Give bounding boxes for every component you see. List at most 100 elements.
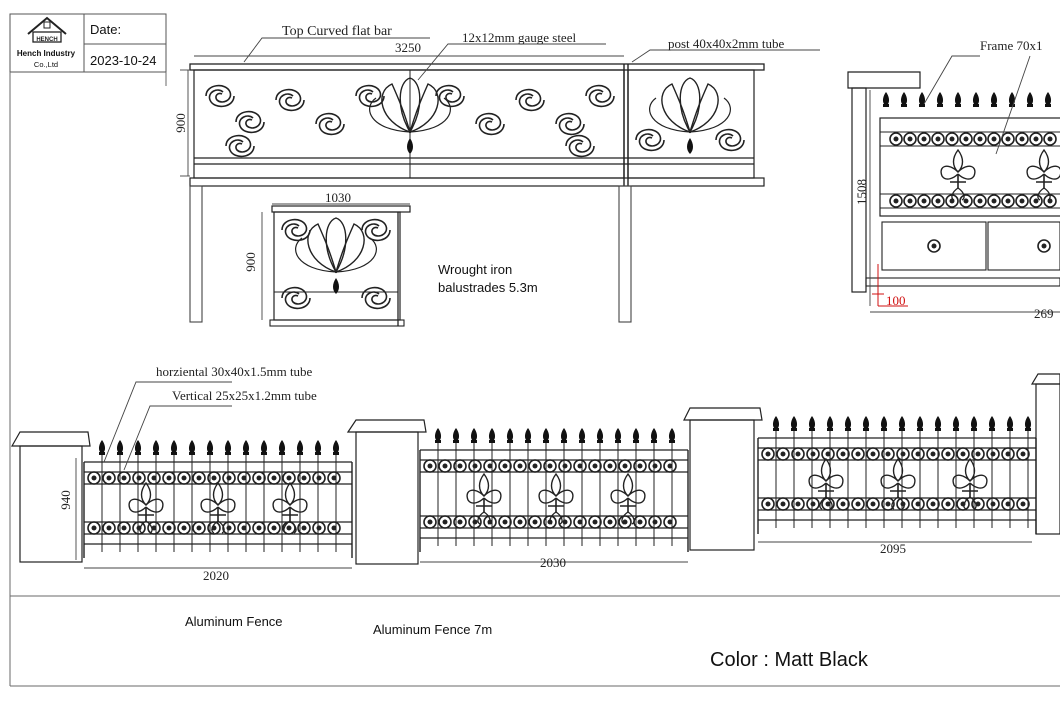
spear-finial-icon	[972, 92, 980, 107]
spear-finial-icon	[936, 92, 944, 107]
spear-finial-icon	[1044, 92, 1052, 107]
fence-width-3: 2095	[880, 541, 906, 556]
spear-finial-icon	[988, 416, 996, 431]
rosette-icon	[1015, 194, 1029, 208]
spear-finial-icon	[488, 428, 496, 443]
rosette-icon	[776, 447, 790, 461]
spear-finial-icon	[826, 416, 834, 431]
spear-finial-icon	[772, 416, 780, 431]
rosette-icon	[132, 471, 146, 485]
gate-frame-callout: Frame 70x1	[980, 38, 1042, 53]
spear-finial-icon	[934, 416, 942, 431]
rosette-icon	[896, 447, 910, 461]
rosette-icon	[237, 471, 251, 485]
spear-finial-icon	[560, 428, 568, 443]
spear-finial-icon	[844, 416, 852, 431]
rosette-icon	[162, 471, 176, 485]
rosette-icon	[468, 459, 482, 473]
rosette-icon	[528, 515, 542, 529]
spear-finial-icon	[970, 416, 978, 431]
spear-finial-icon	[880, 416, 888, 431]
spear-finial-icon	[332, 440, 340, 455]
company-name: Hench Industry	[17, 49, 76, 58]
rosette-icon	[911, 447, 925, 461]
rosette-icon	[1029, 132, 1043, 146]
rosette-icon	[588, 459, 602, 473]
rosette-icon	[252, 471, 266, 485]
rosette-icon	[1016, 447, 1030, 461]
rosette-icon	[931, 132, 945, 146]
rosette-icon	[917, 194, 931, 208]
rosette-icon	[986, 497, 1000, 511]
rosette-icon	[1016, 497, 1030, 511]
rosette-icon	[648, 515, 662, 529]
balustrade-caption-1: Wrought iron	[438, 262, 512, 277]
spear-finial-icon	[898, 416, 906, 431]
fence-width-1: 2020	[203, 568, 229, 583]
fence-label-2: Aluminum Fence 7m	[373, 622, 492, 637]
spear-finial-icon	[668, 428, 676, 443]
spear-finial-icon	[116, 440, 124, 455]
balustrade-length: 3250	[395, 40, 421, 55]
rosette-icon	[941, 497, 955, 511]
rosette-icon	[513, 459, 527, 473]
rosette-icon	[573, 515, 587, 529]
rosette-icon	[663, 459, 677, 473]
balustrade-dimensions	[180, 37, 820, 177]
spear-finial-icon	[990, 92, 998, 107]
spear-finial-icon	[650, 428, 658, 443]
rosette-icon	[102, 521, 116, 535]
company-logo	[27, 16, 67, 43]
fence-pillars	[10, 373, 1060, 565]
rosette-icon	[959, 132, 973, 146]
rosette-icon	[1001, 497, 1015, 511]
gate-height: 1508	[854, 179, 869, 205]
top-rail-callout: Top Curved flat bar	[282, 24, 392, 39]
fence-dimensions	[75, 381, 1032, 569]
spear-finial-icon	[224, 440, 232, 455]
rosette-icon	[252, 521, 266, 535]
rosette-icon	[87, 471, 101, 485]
rosette-icon	[973, 132, 987, 146]
gate-finials	[882, 92, 1052, 107]
rosette-icon	[513, 515, 527, 529]
color-note: Color : Matt Black	[710, 649, 869, 671]
rosette-icon	[911, 497, 925, 511]
rosette-icon	[498, 515, 512, 529]
rosette-icon	[1001, 194, 1015, 208]
rosette-icon	[866, 447, 880, 461]
balustrade-detail-panel	[261, 203, 411, 327]
rosette-icon	[222, 521, 236, 535]
rosette-icon	[102, 471, 116, 485]
spear-finial-icon	[952, 416, 960, 431]
fence-panel	[419, 428, 689, 552]
steel-callout: 12x12mm gauge steel	[462, 30, 576, 45]
spear-finial-icon	[578, 428, 586, 443]
rosette-icon	[423, 515, 437, 529]
post-callout: post 40x40x2mm tube	[668, 36, 785, 51]
spear-finial-icon	[506, 428, 514, 443]
rosette-icon	[423, 459, 437, 473]
fence-panel	[83, 440, 353, 558]
fence-label-1: Aluminum Fence	[185, 614, 283, 629]
rosette-icon	[776, 497, 790, 511]
spear-finial-icon	[470, 428, 478, 443]
rosette-icon	[438, 459, 452, 473]
spear-finial-icon	[278, 440, 286, 455]
rosette-icon	[987, 194, 1001, 208]
rosette-icon	[162, 521, 176, 535]
rosette-icon	[87, 521, 101, 535]
rosette-icon	[931, 194, 945, 208]
gate-elevation	[847, 71, 1060, 293]
rosette-icon	[192, 471, 206, 485]
fence-panel	[757, 416, 1037, 534]
fence-vertical-callout: Vertical 25x25x1.2mm tube	[172, 388, 317, 403]
rosette-icon	[192, 521, 206, 535]
rosette-icon	[327, 521, 341, 535]
rosette-icon	[941, 447, 955, 461]
spear-finial-icon	[434, 428, 442, 443]
fleur-de-lis-icon	[272, 482, 308, 534]
rosette-icon	[177, 521, 191, 535]
rosette-icon	[267, 471, 281, 485]
rosette-icon	[237, 521, 251, 535]
